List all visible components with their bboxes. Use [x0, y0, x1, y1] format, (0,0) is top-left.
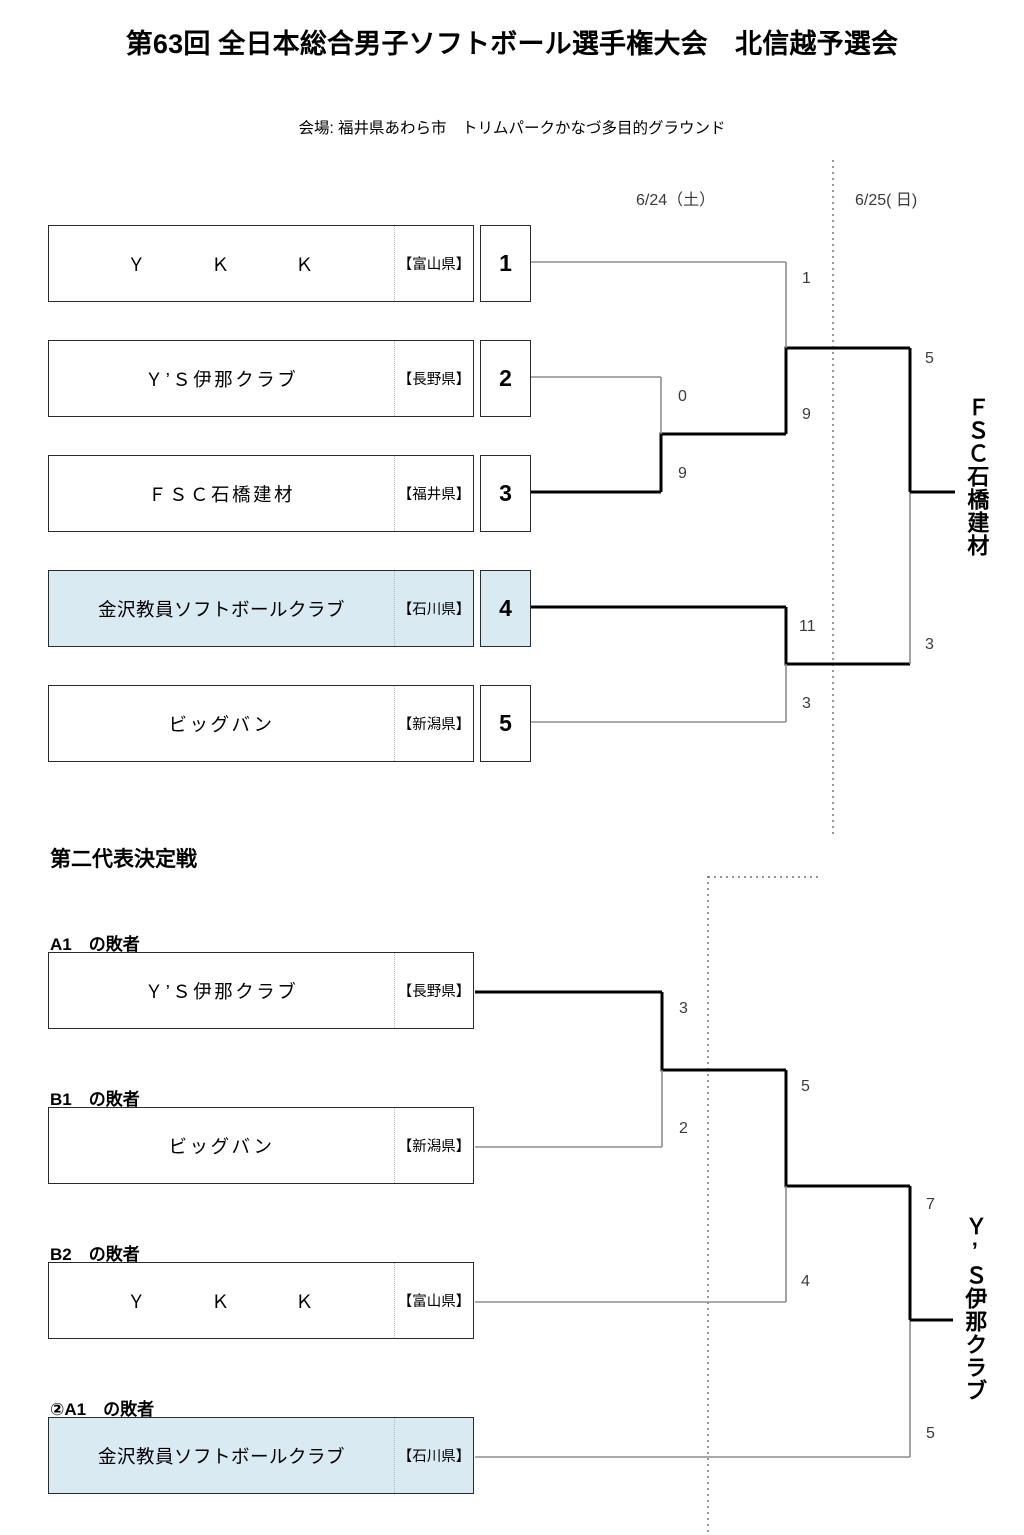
second-representative-title: 第二代表決定戦 — [50, 848, 197, 871]
venue-text: 会場: 福井県あわら市 トリムパークかなづ多目的グラウンド — [298, 120, 726, 137]
team-name: Ｙ Ｋ Ｋ — [126, 1290, 316, 1312]
seed-number-4: 4 — [480, 570, 531, 647]
team-name: Ｙ’Ｓ伊那クラブ — [144, 980, 299, 1002]
score-b2-lower: 3 — [802, 695, 811, 712]
score-l1-lower: 2 — [679, 1120, 688, 1137]
day-label-sunday: 6/25( 日) — [855, 192, 918, 209]
team-prefecture: 【新潟県】 — [394, 1108, 473, 1183]
score-a1-upper: 0 — [678, 388, 687, 405]
main-winner-name: ＦＳＣ石橋建材 — [964, 396, 990, 557]
score-final-lower: 3 — [925, 636, 934, 653]
seed-number-5: 5 — [480, 685, 531, 762]
team-prefecture: 【長野県】 — [394, 953, 473, 1028]
team-prefecture: 【福井県】 — [394, 456, 473, 531]
team-box-seed-2[interactable]: Ｙ’Ｓ伊那クラブ 【長野県】 — [48, 340, 474, 417]
team-box-seed-3[interactable]: ＦＳＣ石橋建材 【福井県】 — [48, 455, 474, 532]
team-name: 金沢教員ソフトボールクラブ — [97, 1445, 345, 1467]
team-box-loser-3[interactable]: Ｙ Ｋ Ｋ 【富山県】 — [48, 1262, 474, 1339]
slot-label-a1-loser: A1 の敗者 — [50, 935, 140, 954]
seed-number-1: 1 — [480, 225, 531, 302]
team-box-seed-5[interactable]: ビッグバン 【新潟県】 — [48, 685, 474, 762]
team-box-seed-1[interactable]: Ｙ Ｋ Ｋ 【富山県】 — [48, 225, 474, 302]
team-name: Ｙ Ｋ Ｋ — [126, 253, 316, 275]
slot-label-b2-loser: B2 の敗者 — [50, 1245, 140, 1264]
team-prefecture: 【富山県】 — [394, 226, 473, 301]
slot-label-b1-loser: B1 の敗者 — [50, 1090, 140, 1109]
score-b1-upper: 1 — [802, 270, 811, 287]
team-prefecture: 【石川県】 — [394, 1418, 473, 1493]
page-title: 第63回 全日本総合男子ソフトボール選手権大会 北信越予選会 — [125, 29, 899, 59]
team-prefecture: 【長野県】 — [394, 341, 473, 416]
seed-number-3: 3 — [480, 455, 531, 532]
team-box-loser-2[interactable]: ビッグバン 【新潟県】 — [48, 1107, 474, 1184]
score-l3-upper: 7 — [926, 1196, 935, 1213]
team-box-seed-4[interactable]: 金沢教員ソフトボールクラブ 【石川県】 — [48, 570, 474, 647]
score-a1-lower: 9 — [678, 465, 687, 482]
team-name: ビッグバン — [168, 713, 275, 735]
team-prefecture: 【石川県】 — [394, 571, 473, 646]
score-b2-upper: 11 — [799, 618, 816, 635]
score-final-upper: 5 — [925, 350, 934, 367]
day-label-saturday: 6/24（土） — [636, 192, 716, 209]
score-l2-lower: 4 — [801, 1273, 810, 1290]
team-box-loser-1[interactable]: Ｙ’Ｓ伊那クラブ 【長野県】 — [48, 952, 474, 1029]
team-name: Ｙ’Ｓ伊那クラブ — [144, 368, 299, 390]
team-name: ビッグバン — [168, 1135, 275, 1157]
team-name: 金沢教員ソフトボールクラブ — [97, 598, 345, 620]
slot-label-a1-second-loser: ②A1 の敗者 — [50, 1400, 155, 1419]
seed-number-2: 2 — [480, 340, 531, 417]
score-l2-upper: 5 — [801, 1078, 810, 1095]
team-prefecture: 【富山県】 — [394, 1263, 473, 1338]
line-a1-join — [659, 432, 786, 492]
second-representative-winner-name: Ｙ’Ｓ伊那クラブ — [962, 1215, 988, 1402]
team-prefecture: 【新潟県】 — [394, 686, 473, 761]
score-l1-upper: 3 — [679, 1000, 688, 1017]
score-b1-lower: 9 — [802, 406, 811, 423]
team-name: ＦＳＣ石橋建材 — [147, 483, 295, 505]
team-box-loser-4[interactable]: 金沢教員ソフトボールクラブ 【石川県】 — [48, 1417, 474, 1494]
score-l3-lower: 5 — [926, 1425, 935, 1442]
